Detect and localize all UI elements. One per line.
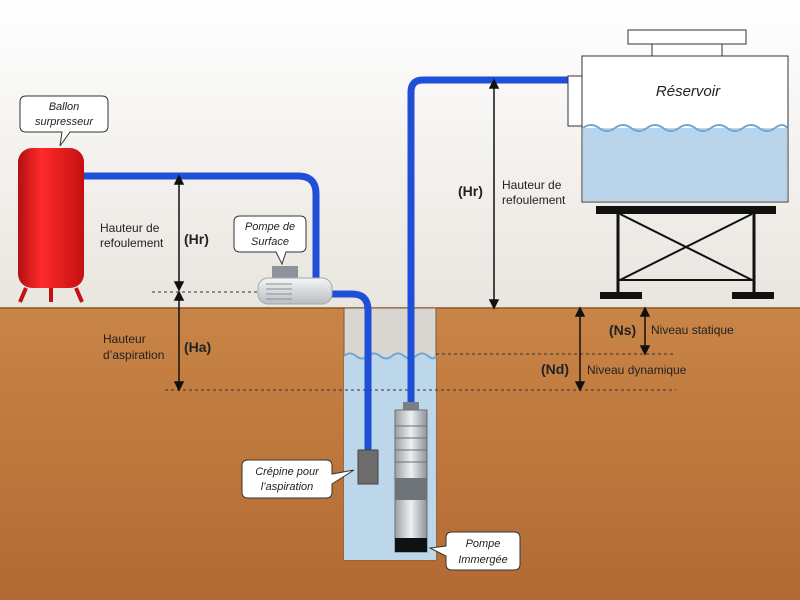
hr-right-arrow	[488, 78, 500, 310]
well-water-wave	[343, 352, 437, 360]
pressure-tank	[18, 148, 84, 303]
submersible-pump	[394, 402, 428, 553]
callout-ballon: Ballon surpresseur	[19, 95, 109, 147]
reservoir	[567, 29, 789, 299]
callout-ballon-line2: surpresseur	[35, 116, 94, 128]
nd-symbol: (Nd)	[541, 361, 569, 377]
hr-left-symbol: (Hr)	[184, 231, 209, 247]
callout-strainer: Crépine pour l’aspiration	[241, 459, 355, 499]
hauteur-refoulement-right-line2: refoulement	[502, 193, 566, 207]
callout-submersible-line2: Immergée	[458, 554, 508, 566]
hauteur-refoulement-left-line2: refoulement	[100, 236, 164, 250]
surface-pump	[257, 266, 333, 305]
callout-submersible: Pompe Immergée	[428, 531, 521, 571]
hauteur-aspiration-line2: d’aspiration	[103, 348, 164, 362]
callout-strainer-line2: l’aspiration	[261, 481, 314, 493]
callout-strainer-line1: Crépine pour	[255, 466, 320, 478]
suction-strainer	[357, 449, 379, 485]
ha-arrow	[173, 290, 185, 392]
hr-right-symbol: (Hr)	[458, 183, 483, 199]
callout-ballon-line1: Ballon	[49, 101, 80, 113]
reservoir-label: Réservoir	[656, 83, 721, 100]
callout-submersible-line1: Pompe	[466, 538, 501, 550]
ns-symbol: (Ns)	[609, 322, 636, 338]
hr-left-arrow	[173, 174, 185, 292]
callout-surface-pump: Pompe de Surface	[233, 215, 307, 266]
niveau-dynamique-label: Niveau dynamique	[587, 363, 687, 377]
ha-symbol: (Ha)	[184, 339, 211, 355]
discharge-pipe-right	[407, 76, 578, 410]
discharge-pipe-left	[84, 172, 320, 278]
hauteur-refoulement-right-line1: Hauteur de	[502, 178, 562, 192]
hauteur-aspiration-line1: Hauteur	[103, 332, 146, 346]
suction-pipe	[330, 290, 372, 452]
ns-arrow	[639, 306, 651, 356]
callout-surface-pump-line1: Pompe de	[245, 221, 295, 233]
niveau-statique-label: Niveau statique	[651, 323, 734, 337]
nd-arrow	[574, 306, 586, 392]
callout-surface-pump-line2: Surface	[251, 236, 289, 248]
hauteur-refoulement-left-line1: Hauteur de	[100, 221, 160, 235]
